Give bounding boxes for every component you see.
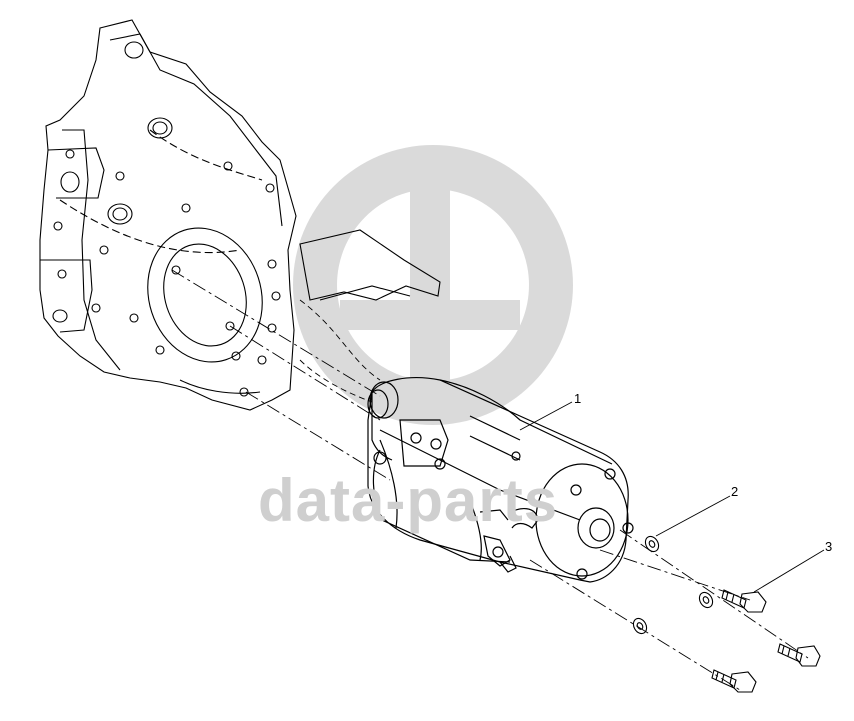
bolt-upper (721, 589, 767, 613)
leader-1 (519, 401, 573, 431)
leader-2 (655, 495, 731, 537)
starter-motor (367, 377, 634, 583)
leader-lines (519, 401, 825, 593)
bolts (711, 589, 821, 693)
flywheel-housing (39, 19, 441, 411)
bolt-right (777, 643, 821, 667)
callout-3: 3 (825, 539, 833, 554)
leader-3 (753, 549, 825, 593)
watermark-logo (293, 145, 573, 425)
bolt-lower (711, 669, 757, 693)
callout-2: 2 (731, 484, 739, 499)
watermark-text: data-parts (258, 467, 559, 534)
callout-1: 1 (574, 391, 582, 406)
washers (632, 535, 714, 635)
